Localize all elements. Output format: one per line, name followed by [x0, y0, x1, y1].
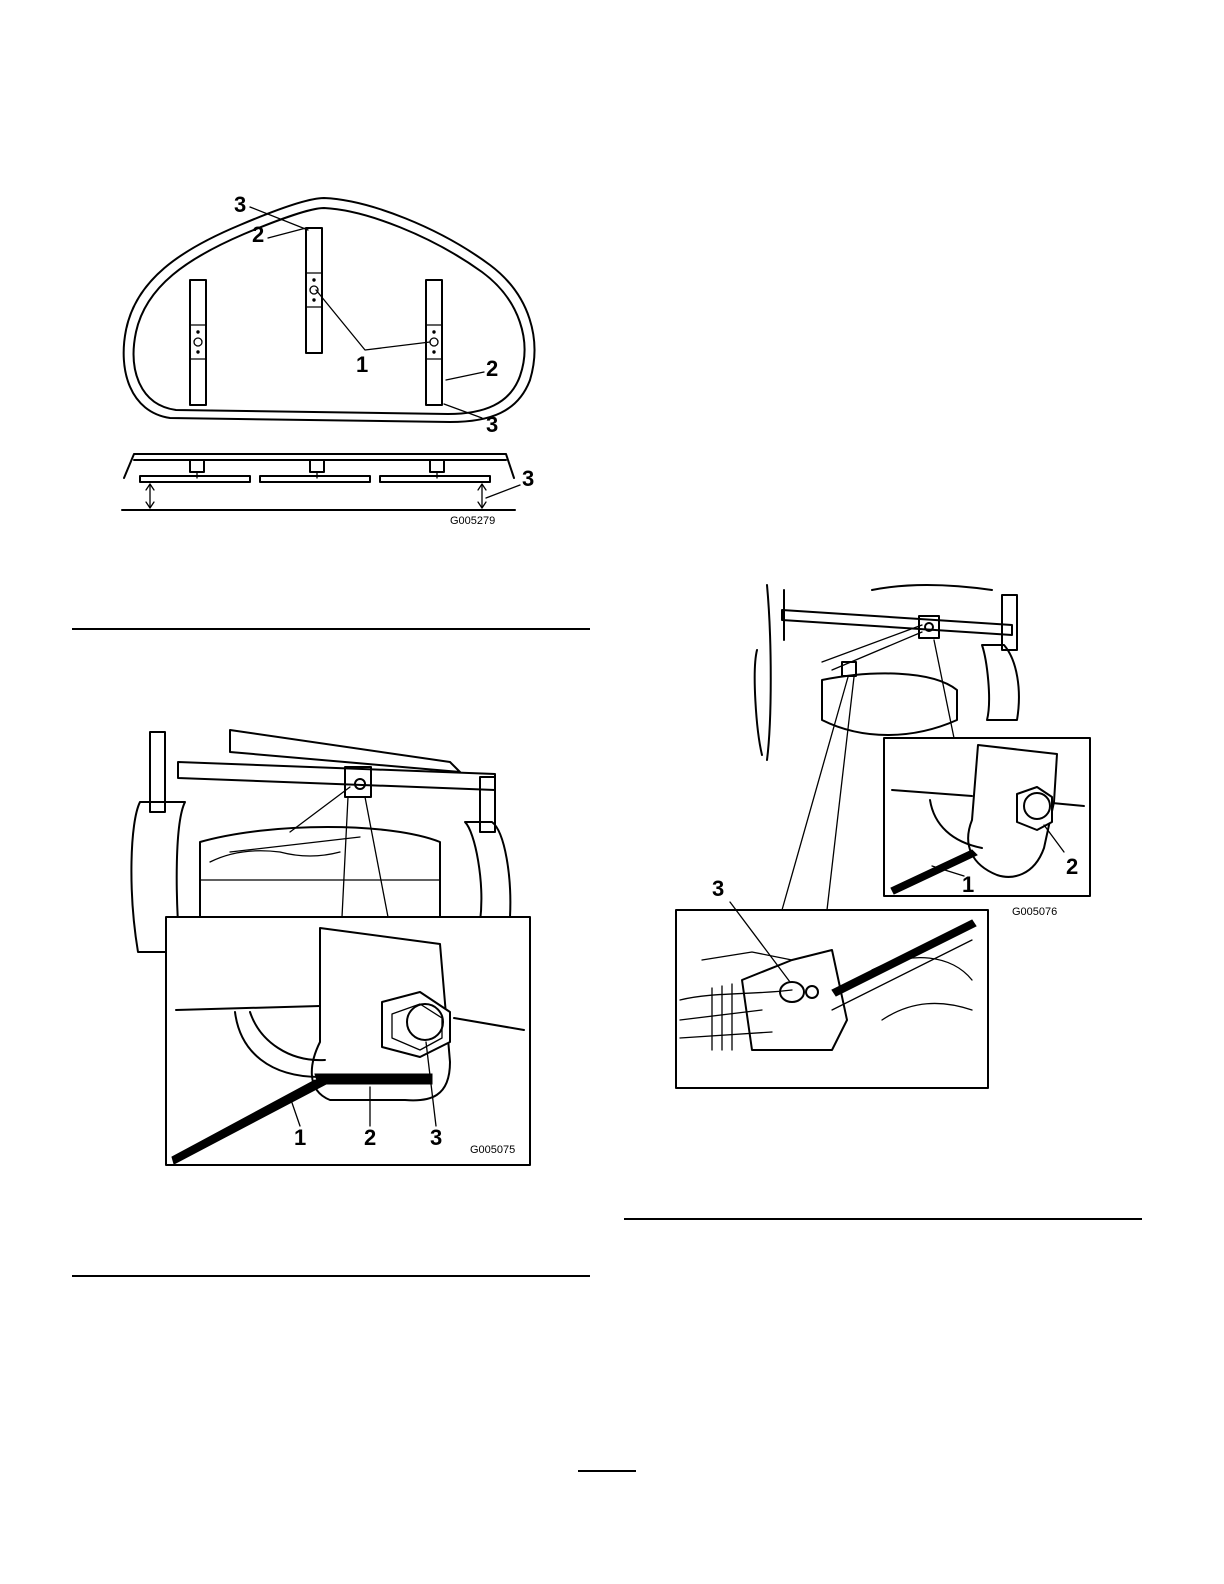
- callout-2: 2: [252, 222, 264, 248]
- figure-id: G005279: [450, 515, 495, 527]
- callout-3: 3: [712, 876, 724, 902]
- callout-1: 1: [294, 1125, 306, 1151]
- front-adjustment-figure: 1 2 3 G005075: [120, 712, 540, 1172]
- section-divider: [624, 1218, 1142, 1220]
- callout-1: 1: [962, 872, 974, 898]
- blade-left: [190, 280, 206, 405]
- front-adjustment-illustration: [120, 712, 540, 1172]
- section-divider: [72, 628, 590, 630]
- callout-2: 2: [486, 356, 498, 382]
- rear-adjustment-illustration: [672, 580, 1102, 1092]
- blade-center: [306, 228, 322, 353]
- blade-diagram-figure: 3 2 1 2 3 3 G005279: [110, 180, 550, 540]
- callout-3: 3: [522, 466, 534, 492]
- figure-id: G005076: [1012, 906, 1057, 918]
- callout-2: 2: [364, 1125, 376, 1151]
- callout-1: 1: [356, 352, 368, 378]
- footer-rule: [578, 1470, 636, 1472]
- blade-diagram-illustration: [110, 180, 550, 540]
- figure-id: G005075: [470, 1144, 515, 1156]
- rear-adjustment-figure: 1 2 3 G005076: [672, 580, 1102, 1092]
- callout-3: 3: [430, 1125, 442, 1151]
- section-divider: [72, 1275, 590, 1277]
- callout-3: 3: [234, 192, 246, 218]
- callout-2: 2: [1066, 854, 1078, 880]
- callout-3: 3: [486, 412, 498, 438]
